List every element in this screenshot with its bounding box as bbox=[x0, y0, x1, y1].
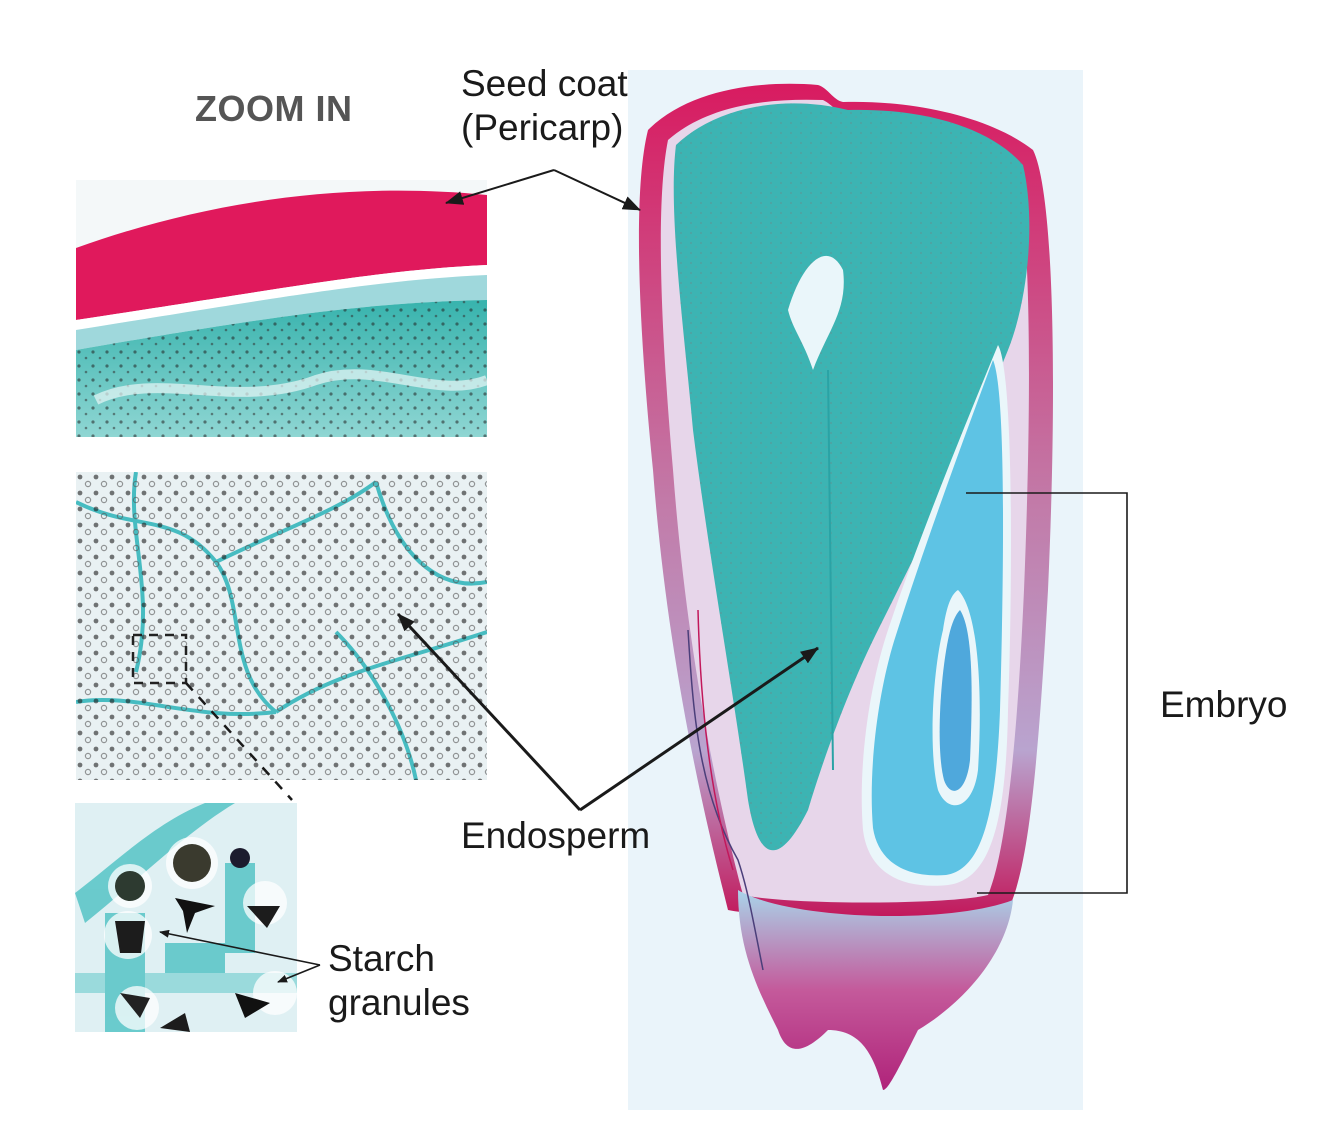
seed-coat-closeup-image bbox=[76, 180, 487, 437]
starch-granules-label: Starch granules bbox=[328, 937, 470, 1025]
seed-coat-label-line1: Seed coat bbox=[461, 63, 628, 104]
zoom-in-title: ZOOM IN bbox=[195, 88, 353, 129]
starch-label-line2: granules bbox=[328, 982, 470, 1023]
seed-coat-label: Seed coat (Pericarp) bbox=[461, 62, 628, 150]
endosperm-closeup-panel bbox=[76, 472, 487, 780]
seed-longitudinal-section bbox=[628, 70, 1083, 1110]
endosperm-label: Endosperm bbox=[461, 815, 651, 856]
starch-label-line1: Starch bbox=[328, 938, 435, 979]
seed-section-image bbox=[628, 70, 1083, 1110]
starch-granules-closeup-image bbox=[75, 803, 297, 1032]
starch-granules-closeup-panel bbox=[75, 803, 297, 1032]
seed-coat-closeup-panel bbox=[76, 180, 487, 437]
embryo-label: Embryo bbox=[1160, 684, 1288, 725]
endosperm-closeup-image bbox=[76, 472, 487, 780]
seed-coat-label-line2: (Pericarp) bbox=[461, 107, 624, 148]
